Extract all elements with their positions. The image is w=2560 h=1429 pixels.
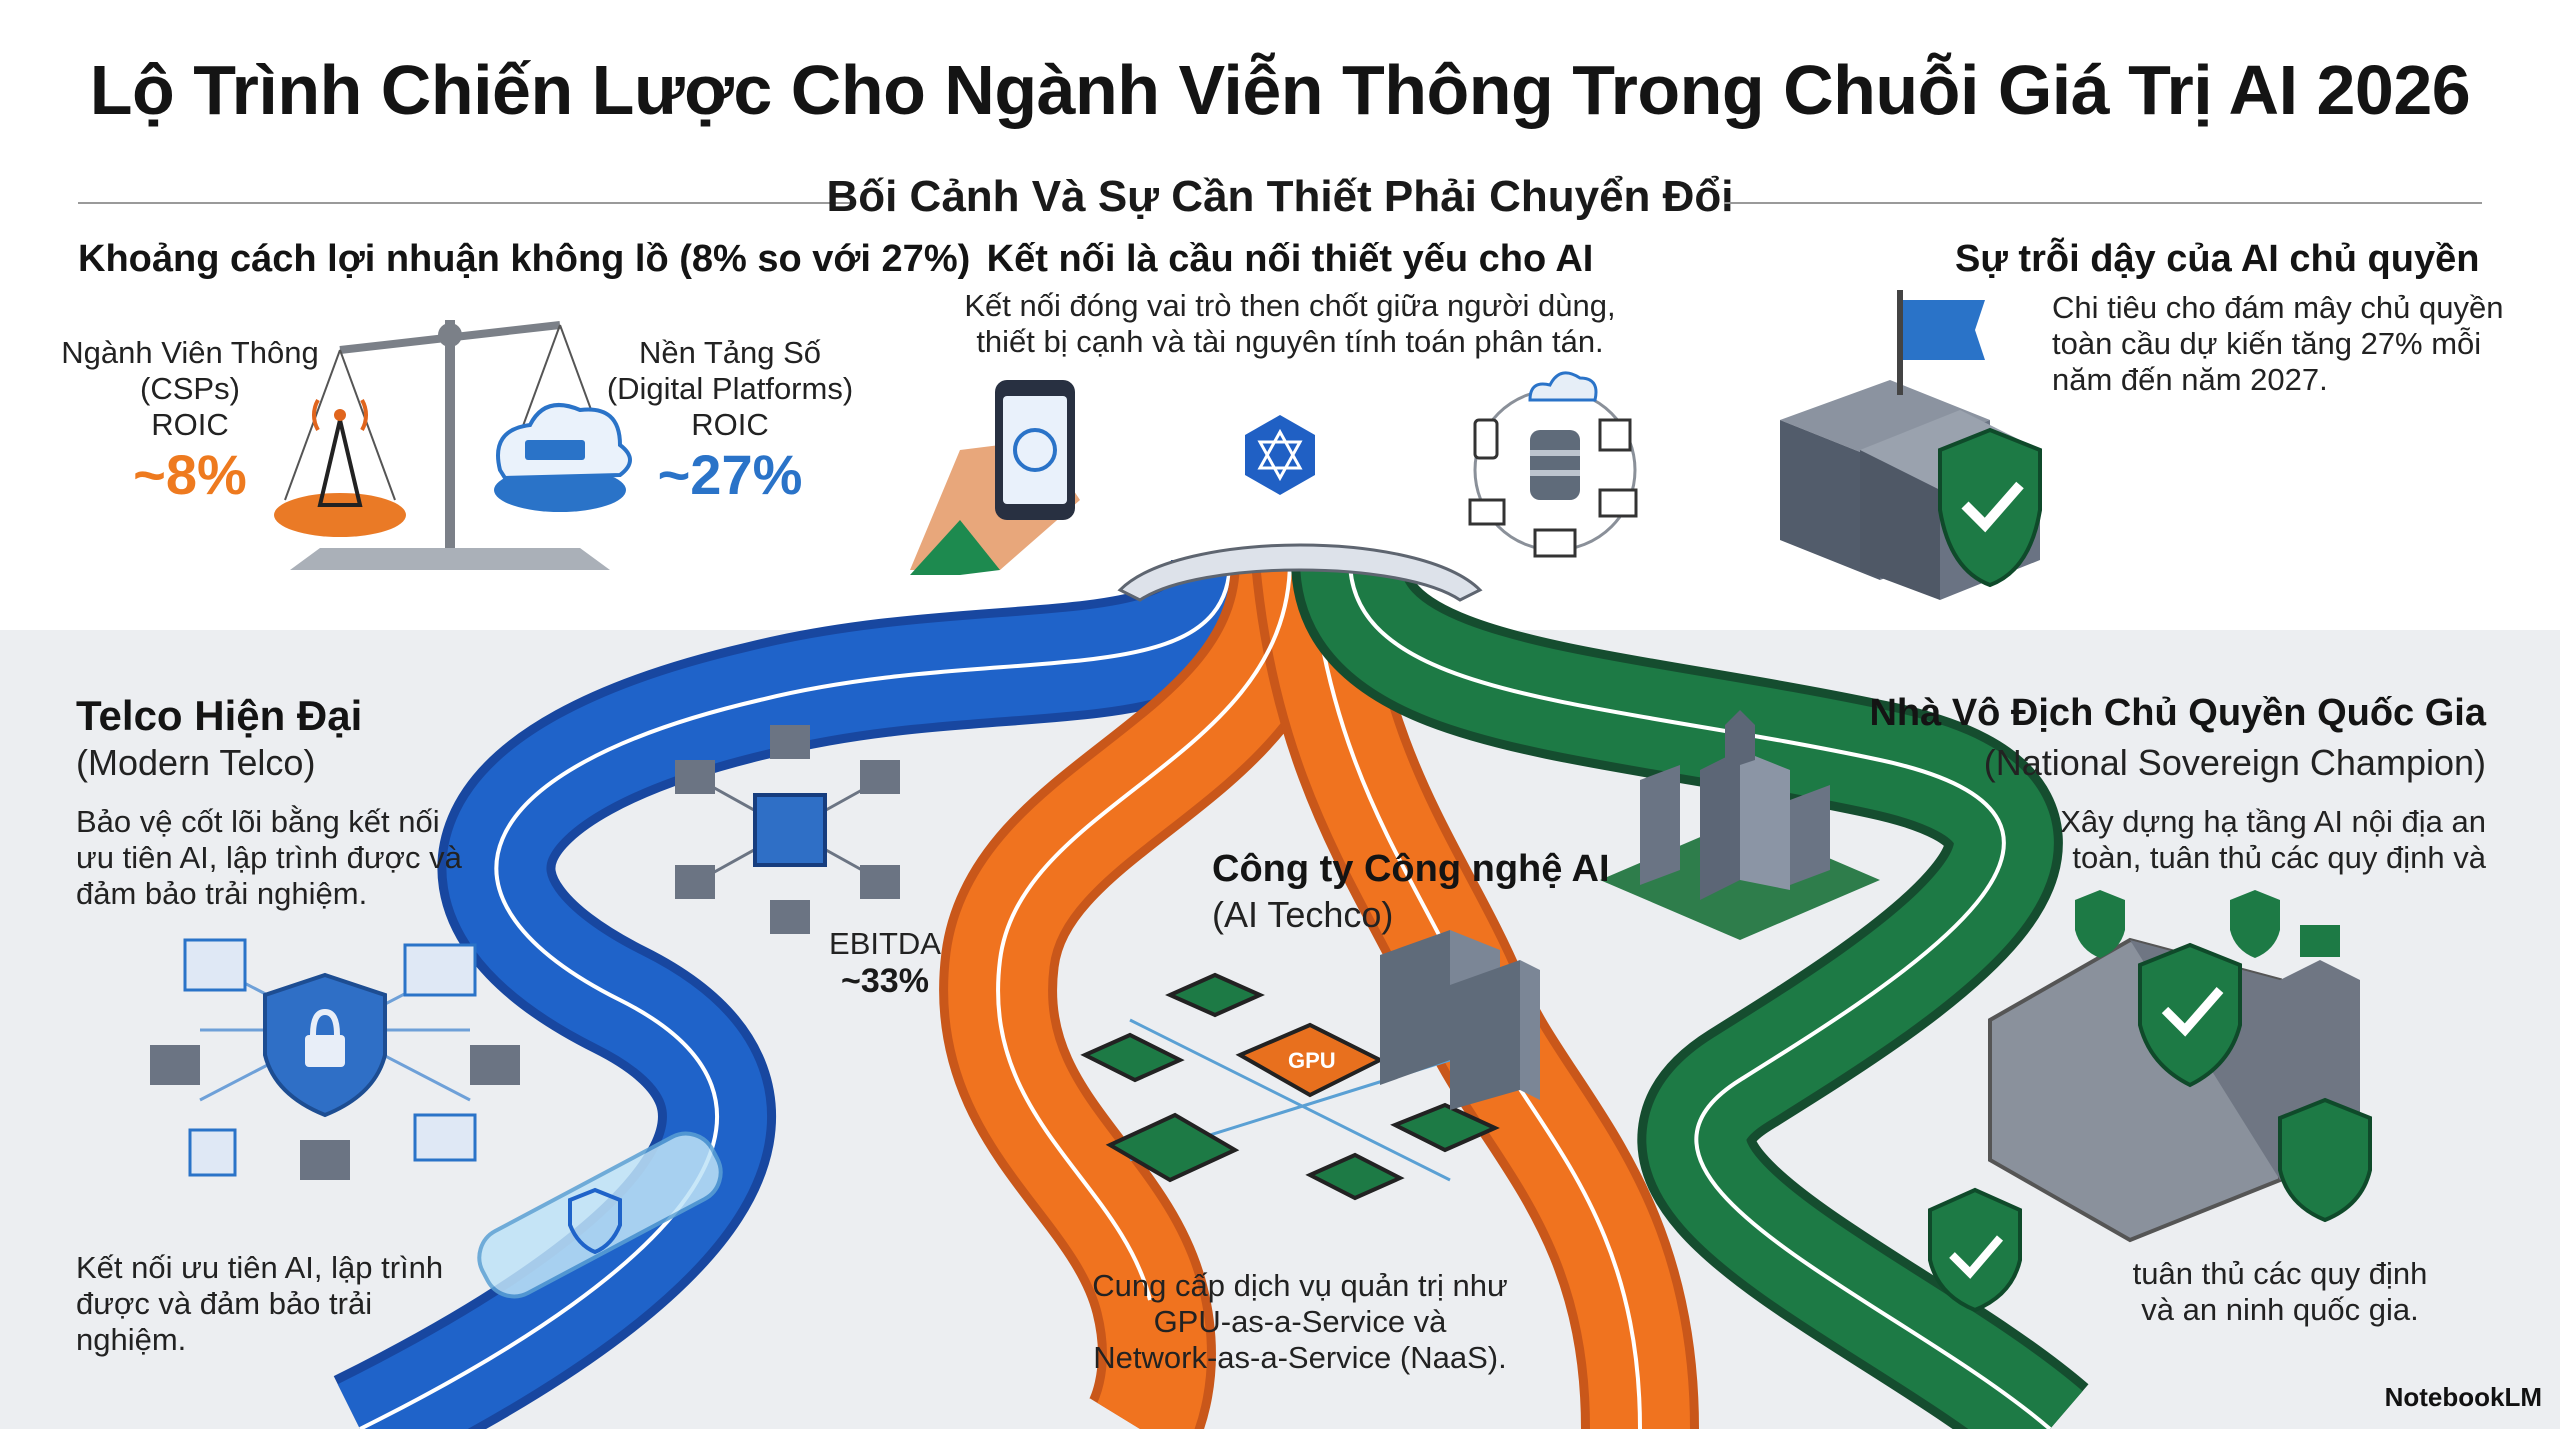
brand-logo: NotebookLM xyxy=(2384,1382,2542,1412)
fortress-icon xyxy=(1928,890,2372,1313)
modern-telco-bottom-2: được và đảm bảo trải xyxy=(76,1286,373,1321)
platform-label-2: (Digital Platforms) xyxy=(606,371,854,406)
modern-telco-bottom-3: nghiệm. xyxy=(76,1322,187,1357)
page-title: Lộ Trình Chiến Lược Cho Ngành Viễn Thông… xyxy=(89,51,2471,129)
cube-network-icon xyxy=(675,725,900,934)
modern-telco-bottom-1: Kết nối ưu tiên AI, lập trình xyxy=(76,1250,444,1285)
national-champion-subheading: (National Sovereign Champion) xyxy=(1983,742,2486,783)
national-champion-bottom-1: tuân thủ các quy định xyxy=(2132,1256,2428,1291)
modern-telco-text-3: đảm bảo trải nghiệm. xyxy=(76,876,368,911)
national-champion-heading: Nhà Vô Địch Chủ Quyền Quốc Gia xyxy=(1869,692,2486,734)
modern-telco-subheading: (Modern Telco) xyxy=(76,742,316,783)
national-champion-text-1: Xây dựng hạ tầng AI nội địa an xyxy=(2060,804,2486,839)
connectivity-text-1: Kết nối đóng vai trò then chốt giữa ngườ… xyxy=(964,288,1616,323)
connectivity-heading: Kết nối là cầu nối thiết yếu cho AI xyxy=(986,238,1594,280)
divider-left xyxy=(78,202,850,204)
sovereign-rise-text-1: Chi tiêu cho đám mây chủ quyền xyxy=(2052,290,2504,325)
ai-techco-heading: Công ty Công nghệ AI xyxy=(1212,848,1610,890)
ebitda-value: ~33% xyxy=(841,962,929,1000)
csp-label-1: Ngành Viên Thông xyxy=(61,335,319,370)
pipe-icon xyxy=(477,1131,723,1299)
ai-techco-subheading: (AI Techco) xyxy=(1212,894,1394,935)
lock-shield-icon xyxy=(150,938,520,1180)
cell-tower-icon xyxy=(312,399,368,507)
phone-icon xyxy=(910,380,1080,575)
connectivity-text-2: thiết bị cạnh và tài nguyên tính toán ph… xyxy=(976,324,1604,359)
shield-check-icon xyxy=(1938,427,2042,588)
national-champion-text-2: toàn, tuân thủ các quy định và xyxy=(2072,840,2486,875)
network-icon xyxy=(1468,371,1638,558)
csp-label-3: ROIC xyxy=(151,407,229,442)
platform-label-1: Nền Tảng Số xyxy=(638,335,822,370)
csp-label-2: (CSPs) xyxy=(140,371,240,406)
ebitda-label: EBITDA xyxy=(829,926,941,961)
cloud-icon xyxy=(496,403,632,481)
csp-roic-value: ~8% xyxy=(133,443,247,506)
building-icon xyxy=(1600,710,1880,940)
sovereign-road xyxy=(1291,556,2089,1429)
national-champion-bottom-2: và an ninh quốc gia. xyxy=(2141,1292,2419,1327)
sovereign-rise-heading: Sự trỗi dậy của AI chủ quyền xyxy=(1955,238,2480,280)
modern-telco-text-2: ưu tiên AI, lập trình được và xyxy=(76,840,462,875)
ai-techco-text-2: GPU-as-a-Service và xyxy=(1153,1304,1447,1339)
context-heading: Bối Cảnh Và Sự Cần Thiết Phải Chuyển Đổi xyxy=(826,172,1734,221)
platform-roic-value: ~27% xyxy=(657,443,803,506)
gpu-chip-label: GPU xyxy=(1288,1048,1336,1073)
sovereign-rise-text-3: năm đến năm 2027. xyxy=(2052,362,2328,397)
profit-gap-heading: Khoảng cách lợi nhuận không lồ (8% so vớ… xyxy=(78,238,971,280)
modern-telco-text-1: Bảo vệ cốt lõi bằng kết nối xyxy=(76,804,440,839)
flag-icon xyxy=(1897,290,1985,395)
hexagon-ai-icon xyxy=(1245,415,1315,495)
ai-techco-text-1: Cung cấp dịch vụ quản trị như xyxy=(1092,1268,1508,1303)
bridge-arch xyxy=(1117,543,1483,602)
divider-right xyxy=(1724,202,2482,204)
server-rack-icon xyxy=(1380,930,1540,1110)
modern-telco-heading: Telco Hiện Đại xyxy=(76,692,363,739)
sovereign-rise-text-2: toàn cầu dự kiến tăng 27% mỗi xyxy=(2052,326,2482,361)
ai-techco-text-3: Network-as-a-Service (NaaS). xyxy=(1093,1340,1507,1375)
platform-label-3: ROIC xyxy=(691,407,769,442)
